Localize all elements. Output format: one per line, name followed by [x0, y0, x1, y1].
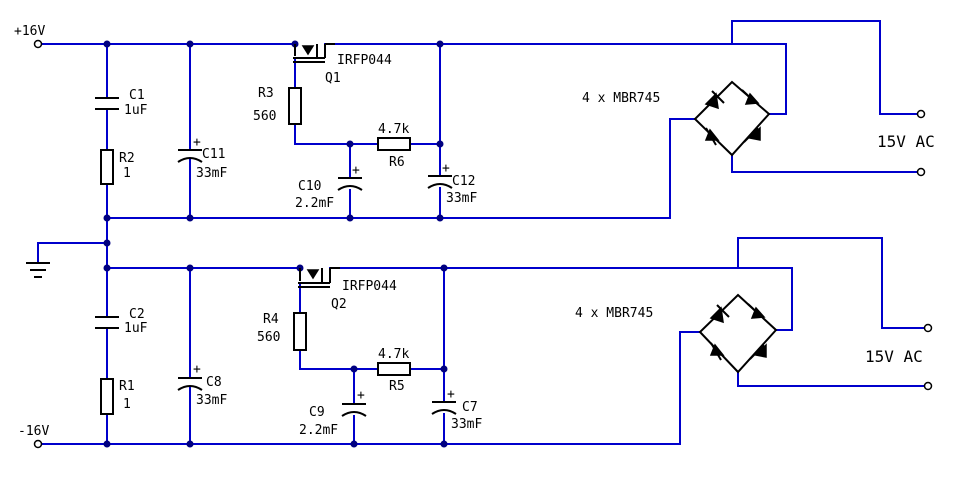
label-c10-value: 2.2mF — [295, 196, 334, 211]
capacitor-c11 — [177, 149, 203, 163]
label-c9-polarity: + — [357, 388, 365, 403]
label-c2-ref: C2 — [129, 307, 145, 322]
label-c1-value: 1uF — [124, 103, 148, 118]
label-c11-ref: C11 — [202, 147, 225, 162]
label-c8-value: 33mF — [196, 393, 227, 408]
label-c8-polarity: + — [193, 362, 201, 377]
label-bridge-bottom: 4 x MBR745 — [575, 306, 653, 321]
label-c12-value: 33mF — [446, 191, 477, 206]
terminal-positive — [33, 39, 43, 49]
label-c9-ref: C9 — [309, 405, 325, 420]
capacitor-c10 — [337, 177, 363, 191]
label-c12-polarity: + — [442, 161, 450, 176]
label-c11-polarity: + — [193, 135, 201, 150]
label-bridge-top: 4 x MBR745 — [582, 91, 660, 106]
label-r4-ref: R4 — [263, 312, 279, 327]
label-r5-value: 4.7k — [378, 347, 409, 362]
label-c12-ref: C12 — [452, 174, 475, 189]
label-ac-top: 15V AC — [877, 132, 935, 151]
label-r6-ref: R6 — [389, 155, 405, 170]
capacitor-c2 — [95, 316, 119, 329]
label-c7-ref: C7 — [462, 400, 478, 415]
label-r1-value: 1 — [123, 397, 131, 412]
resistor-r2 — [100, 149, 114, 185]
label-c2-value: 1uF — [124, 321, 148, 336]
label-r6-value: 4.7k — [378, 122, 409, 137]
label-q2-ref: Q2 — [331, 297, 347, 312]
label-r3-value: 560 — [253, 109, 276, 124]
label-c8-ref: C8 — [206, 375, 222, 390]
junctions — [103, 40, 448, 448]
label-c1-ref: C1 — [129, 88, 145, 103]
label-c10-polarity: + — [352, 163, 360, 178]
label-q1-part: IRFP044 — [337, 53, 392, 68]
terminal-ac-bottom-2 — [923, 381, 933, 391]
labels: +16V -16V C1 1uF R2 1 + C11 33mF IRFP044… — [14, 24, 935, 439]
bridge-rectifier-bottom — [698, 293, 778, 374]
terminal-ac-top-1 — [916, 109, 926, 119]
label-r1-ref: R1 — [119, 379, 135, 394]
terminal-negative — [33, 439, 43, 449]
label-q1-ref: Q1 — [325, 71, 341, 86]
ground-symbol — [26, 262, 50, 278]
label-c7-polarity: + — [447, 387, 455, 402]
resistor-r3 — [288, 87, 302, 125]
mosfet-q2 — [298, 267, 340, 288]
resistor-r6 — [377, 137, 411, 151]
terminal-ac-top-2 — [916, 167, 926, 177]
capacitor-c12 — [427, 175, 453, 189]
label-r2-ref: R2 — [119, 151, 135, 166]
resistor-r5 — [377, 362, 411, 376]
label-c7-value: 33mF — [451, 417, 482, 432]
label-r4-value: 560 — [257, 330, 280, 345]
label-r2-value: 1 — [123, 166, 131, 181]
resistor-r1 — [100, 378, 114, 415]
label-c10-ref: C10 — [298, 179, 321, 194]
terminal-ac-bottom-1 — [923, 323, 933, 333]
label-negative-rail: -16V — [18, 424, 49, 439]
capacitor-c7 — [431, 401, 457, 415]
resistor-r4 — [293, 312, 307, 351]
label-c11-value: 33mF — [196, 166, 227, 181]
label-r5-ref: R5 — [389, 379, 405, 394]
capacitor-c1 — [95, 97, 119, 110]
wires — [37, 20, 929, 445]
label-q2-part: IRFP044 — [342, 279, 397, 294]
label-c9-value: 2.2mF — [299, 423, 338, 438]
capacitor-c9 — [341, 403, 367, 417]
mosfet-q1 — [293, 43, 335, 63]
label-ac-bottom: 15V AC — [865, 347, 923, 366]
bridge-rectifier-top — [693, 80, 771, 157]
label-r3-ref: R3 — [258, 86, 274, 101]
capacitor-c8 — [177, 377, 203, 391]
label-positive-rail: +16V — [14, 24, 45, 39]
